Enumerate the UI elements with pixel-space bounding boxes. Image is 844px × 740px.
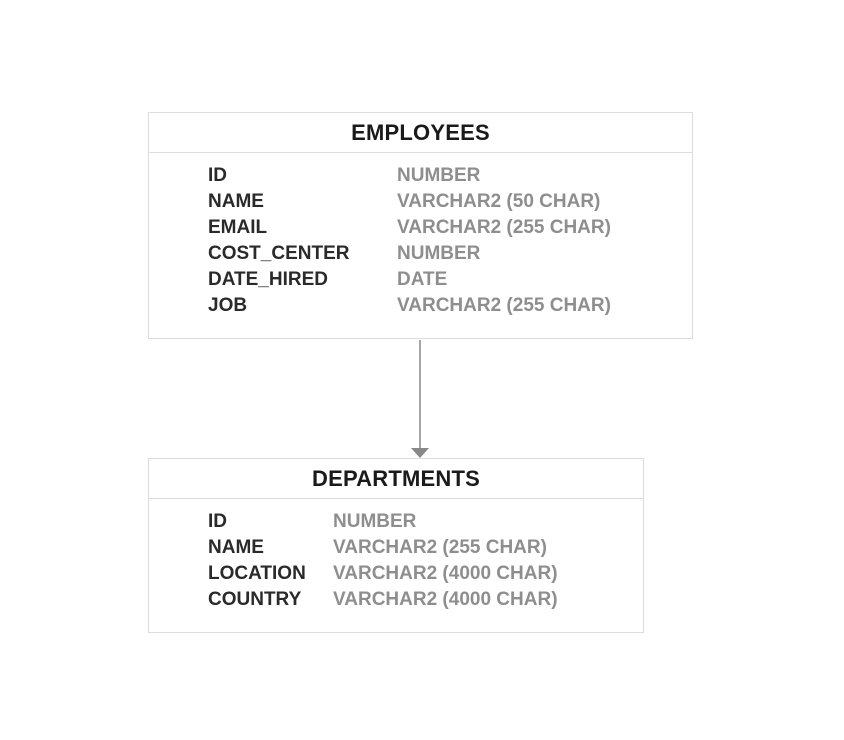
- column-name: DATE_HIRED: [208, 269, 328, 290]
- employees-table[interactable]: EMPLOYEES ID NUMBER NAME VARCHAR2 (50 CH…: [148, 112, 693, 339]
- column-type: DATE: [397, 269, 448, 290]
- column-name: COST_CENTER: [208, 243, 350, 264]
- column-type: NUMBER: [333, 511, 417, 532]
- column-row: DATE_HIRED DATE: [149, 267, 692, 293]
- column-type: VARCHAR2 (255 CHAR): [397, 217, 611, 238]
- column-row: NAME VARCHAR2 (50 CHAR): [149, 189, 692, 215]
- column-name: NAME: [208, 191, 264, 212]
- column-type: VARCHAR2 (4000 CHAR): [333, 563, 558, 584]
- table-columns: ID NUMBER NAME VARCHAR2 (50 CHAR) EMAIL …: [149, 153, 692, 319]
- column-name: LOCATION: [208, 563, 306, 584]
- table-columns: ID NUMBER NAME VARCHAR2 (255 CHAR) LOCAT…: [149, 499, 643, 613]
- column-type: VARCHAR2 (50 CHAR): [397, 191, 601, 212]
- column-name: COUNTRY: [208, 589, 302, 610]
- departments-table[interactable]: DEPARTMENTS ID NUMBER NAME VARCHAR2 (255…: [148, 458, 644, 633]
- column-row: ID NUMBER: [149, 509, 643, 535]
- column-row: COUNTRY VARCHAR2 (4000 CHAR): [149, 587, 643, 613]
- arrowhead-icon: [411, 448, 429, 458]
- column-name: JOB: [208, 295, 248, 316]
- column-type: NUMBER: [397, 243, 481, 264]
- column-name: NAME: [208, 537, 264, 558]
- column-row: ID NUMBER: [149, 163, 692, 189]
- table-title: EMPLOYEES: [149, 113, 692, 153]
- column-name: EMAIL: [208, 217, 268, 238]
- column-row: LOCATION VARCHAR2 (4000 CHAR): [149, 561, 643, 587]
- column-row: NAME VARCHAR2 (255 CHAR): [149, 535, 643, 561]
- column-type: VARCHAR2 (4000 CHAR): [333, 589, 558, 610]
- column-name: ID: [208, 165, 227, 186]
- column-type: NUMBER: [397, 165, 481, 186]
- column-row: JOB VARCHAR2 (255 CHAR): [149, 293, 692, 319]
- table-title: DEPARTMENTS: [149, 459, 643, 499]
- column-row: COST_CENTER NUMBER: [149, 241, 692, 267]
- column-type: VARCHAR2 (255 CHAR): [397, 295, 611, 316]
- column-name: ID: [208, 511, 227, 532]
- column-row: EMAIL VARCHAR2 (255 CHAR): [149, 215, 692, 241]
- column-type: VARCHAR2 (255 CHAR): [333, 537, 547, 558]
